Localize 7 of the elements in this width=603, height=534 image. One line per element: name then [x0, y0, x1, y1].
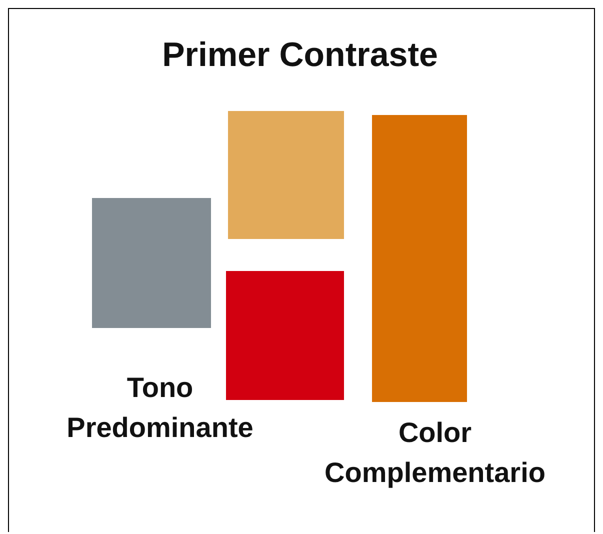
- swatch-caption: Color Complementario: [324, 416, 546, 490]
- color-swatch: [226, 271, 344, 400]
- color-swatch: [228, 111, 344, 239]
- title: Primer Contraste: [161, 36, 439, 75]
- color-swatch: [372, 115, 467, 402]
- color-swatch: [92, 198, 211, 328]
- swatch-caption: Tono Predominante: [66, 371, 254, 445]
